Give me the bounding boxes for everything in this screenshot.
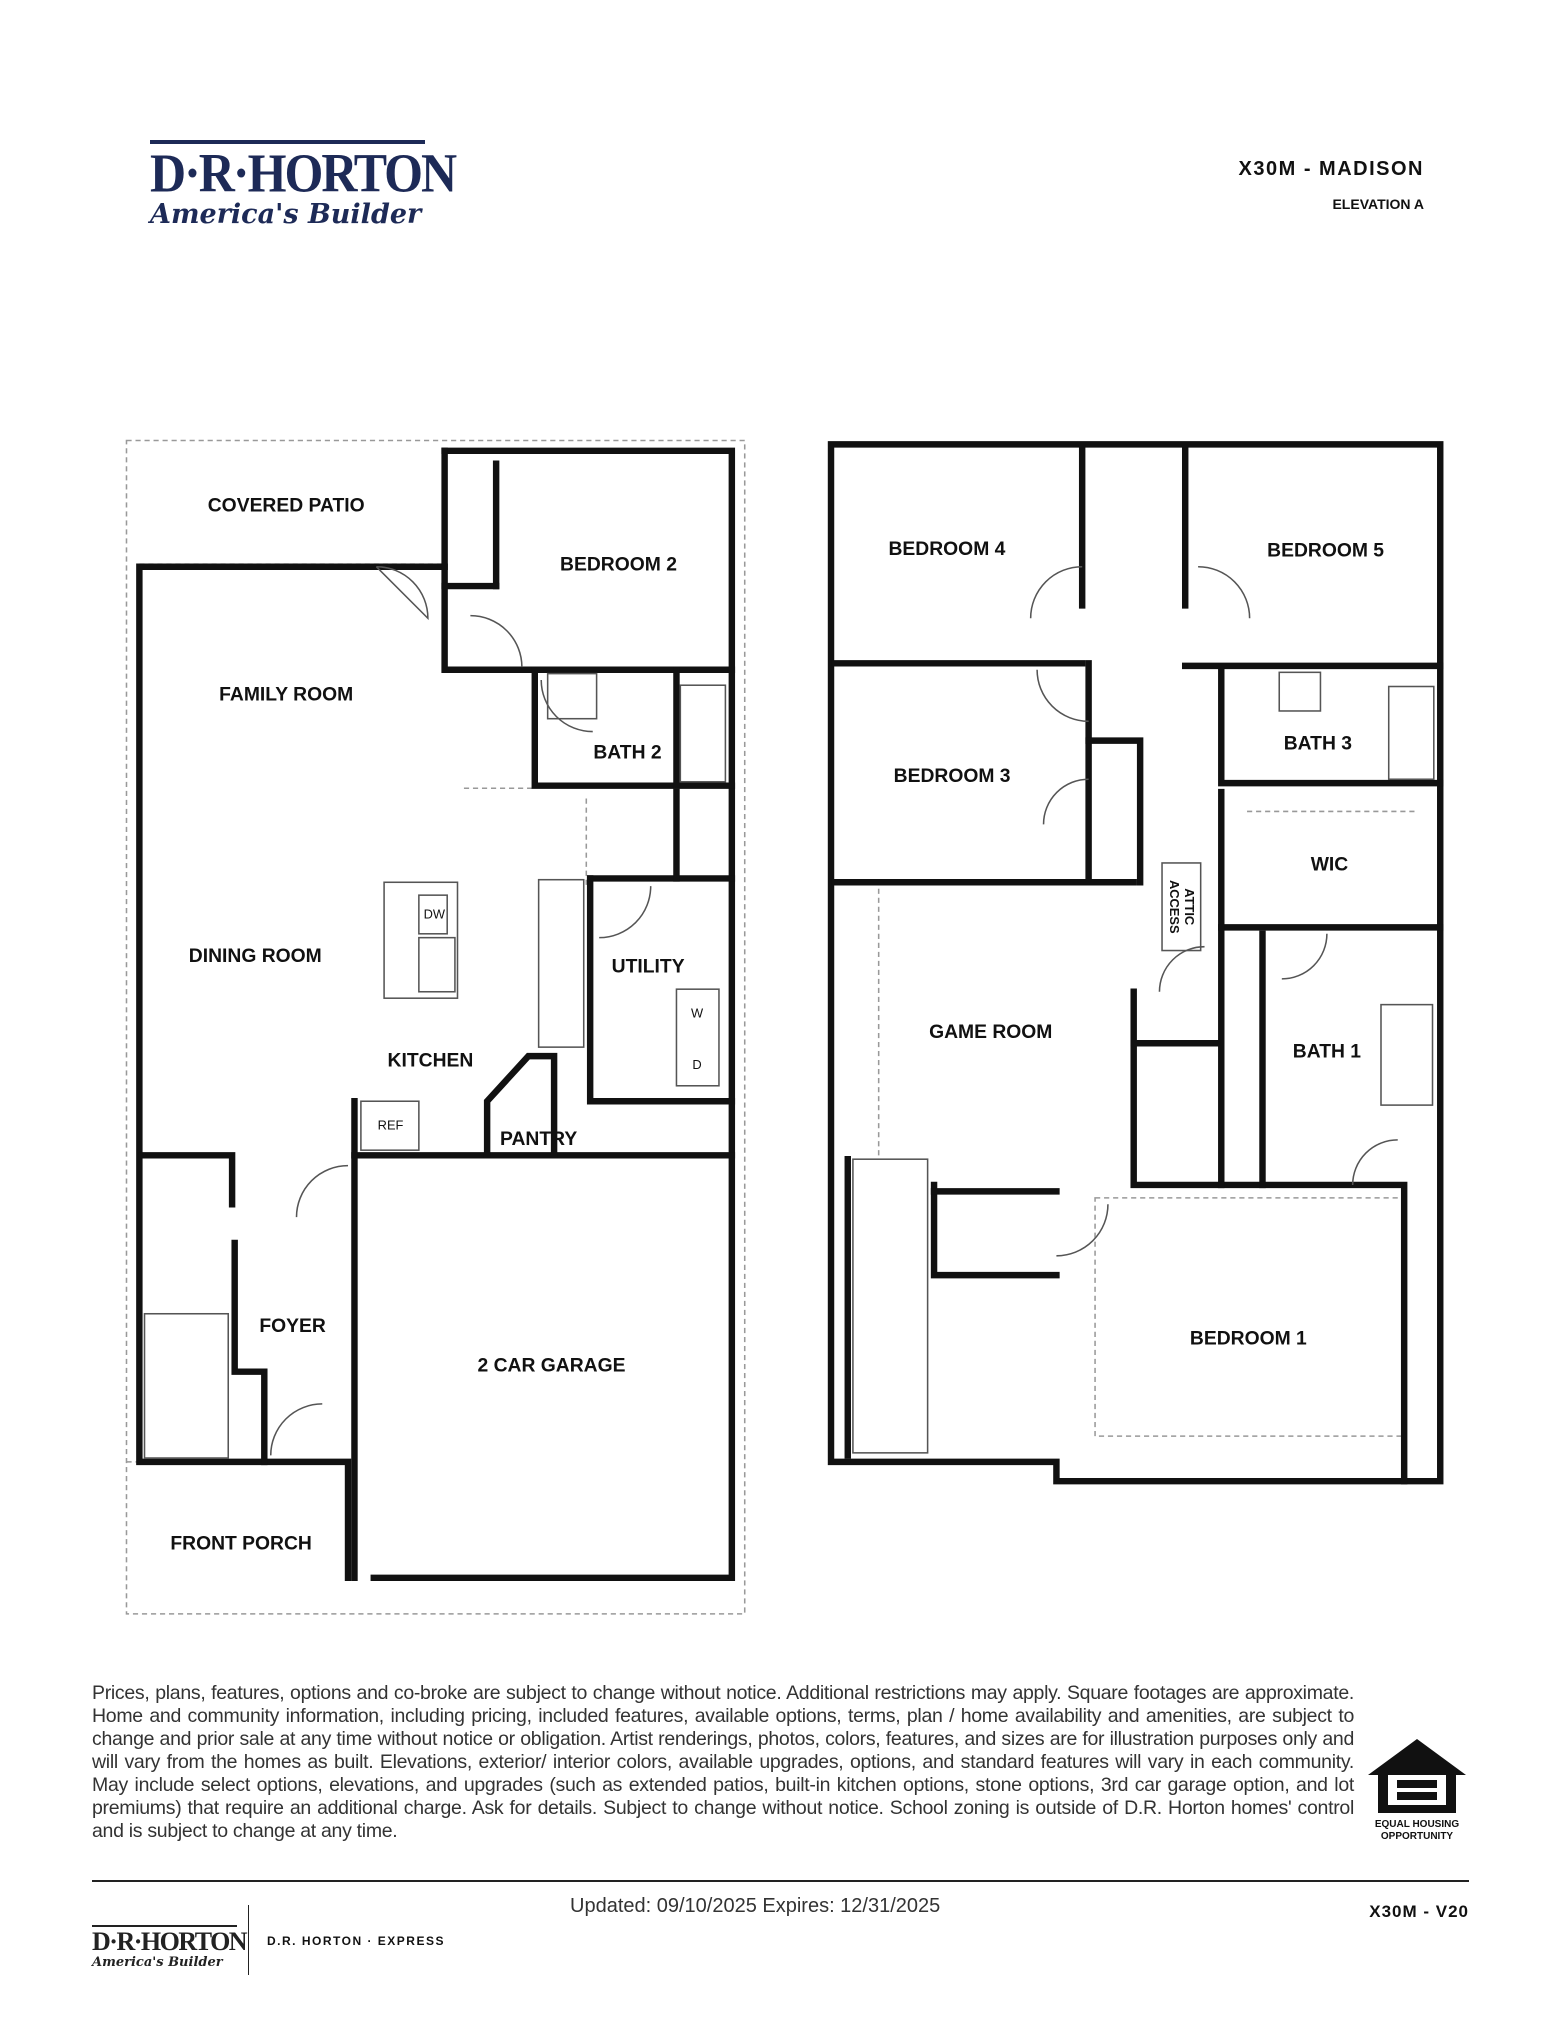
updated-expires-date: Updated: 09/10/2025 Expires: 12/31/2025 [570, 1895, 941, 1917]
second-floor-fixtures [852, 565, 1435, 1454]
room-utility: UTILITY [612, 956, 685, 977]
room-bath-1: BATH 1 [1293, 1041, 1362, 1062]
room-garage: 2 CAR GARAGE [478, 1356, 626, 1377]
room-front-porch: FRONT PORCH [170, 1533, 312, 1554]
dishwasher-label: DW [424, 906, 446, 921]
first-floor-labels: COVERED PATIO BEDROOM 2 FAMILY ROOM BATH… [170, 495, 704, 1554]
room-bedroom-4: BEDROOM 4 [889, 539, 1006, 560]
logo-tagline: America's Builder [150, 199, 422, 230]
attic-access-line1: ATTIC [1182, 888, 1197, 925]
room-bedroom-2: BEDROOM 2 [560, 555, 677, 576]
room-covered-patio: COVERED PATIO [208, 495, 365, 516]
room-bedroom-1: BEDROOM 1 [1190, 1329, 1307, 1350]
footer-logo-name: D·R·HORTON [92, 1925, 248, 1956]
footer-divider [92, 1880, 1469, 1882]
room-kitchen: KITCHEN [388, 1050, 474, 1071]
dr-horton-logo: D·R·HORTON America's Builder [150, 140, 457, 232]
room-bedroom-5: BEDROOM 5 [1267, 540, 1384, 561]
disclaimer-text: Prices, plans, features, options and co-… [92, 1682, 1354, 1842]
room-bath-3: BATH 3 [1284, 734, 1353, 755]
plan-elevation: ELEVATION A [1332, 196, 1424, 212]
first-floor-walls [136, 447, 736, 1582]
room-bath-2: BATH 2 [593, 743, 661, 764]
refrigerator-label: REF [378, 1118, 404, 1133]
footer-vertical-divider [248, 1905, 249, 1975]
room-wic: WIC [1311, 855, 1349, 876]
room-foyer: FOYER [259, 1316, 326, 1337]
second-floor-labels: BEDROOM 4 BEDROOM 5 BEDROOM 3 BATH 3 WIC… [889, 539, 1385, 1350]
first-floor-fixtures [143, 565, 727, 1459]
second-floor-walls [827, 441, 1444, 1485]
division-name: D.R. HORTON · EXPRESS [267, 1934, 445, 1948]
equal-housing-logo: EQUAL HOUSING OPPORTUNITY [1362, 1735, 1472, 1843]
equal-housing-line2: OPPORTUNITY [1380, 1831, 1454, 1842]
room-family-room: FAMILY ROOM [219, 685, 353, 706]
equal-housing-house-icon [1368, 1739, 1466, 1813]
room-pantry: PANTRY [500, 1129, 577, 1150]
equal-housing-line1: EQUAL HOUSING [1374, 1819, 1460, 1830]
room-game-room: GAME ROOM [929, 1022, 1052, 1043]
footer-logo: D·R·HORTON America's Builder [92, 1925, 248, 1970]
attic-access-line2: ACCESS [1167, 880, 1182, 934]
room-dining-room: DINING ROOM [189, 946, 322, 967]
logo-name: D·R·HORTON [150, 142, 457, 204]
footer-logo-tagline: America's Builder [92, 1955, 223, 1970]
plan-version-code: X30M - V20 [1369, 1902, 1469, 1921]
washer-label: W [691, 1006, 704, 1021]
dryer-label: D [692, 1057, 701, 1072]
plan-title: X30M - MADISON [1238, 158, 1424, 180]
room-bedroom-3: BEDROOM 3 [894, 766, 1011, 787]
